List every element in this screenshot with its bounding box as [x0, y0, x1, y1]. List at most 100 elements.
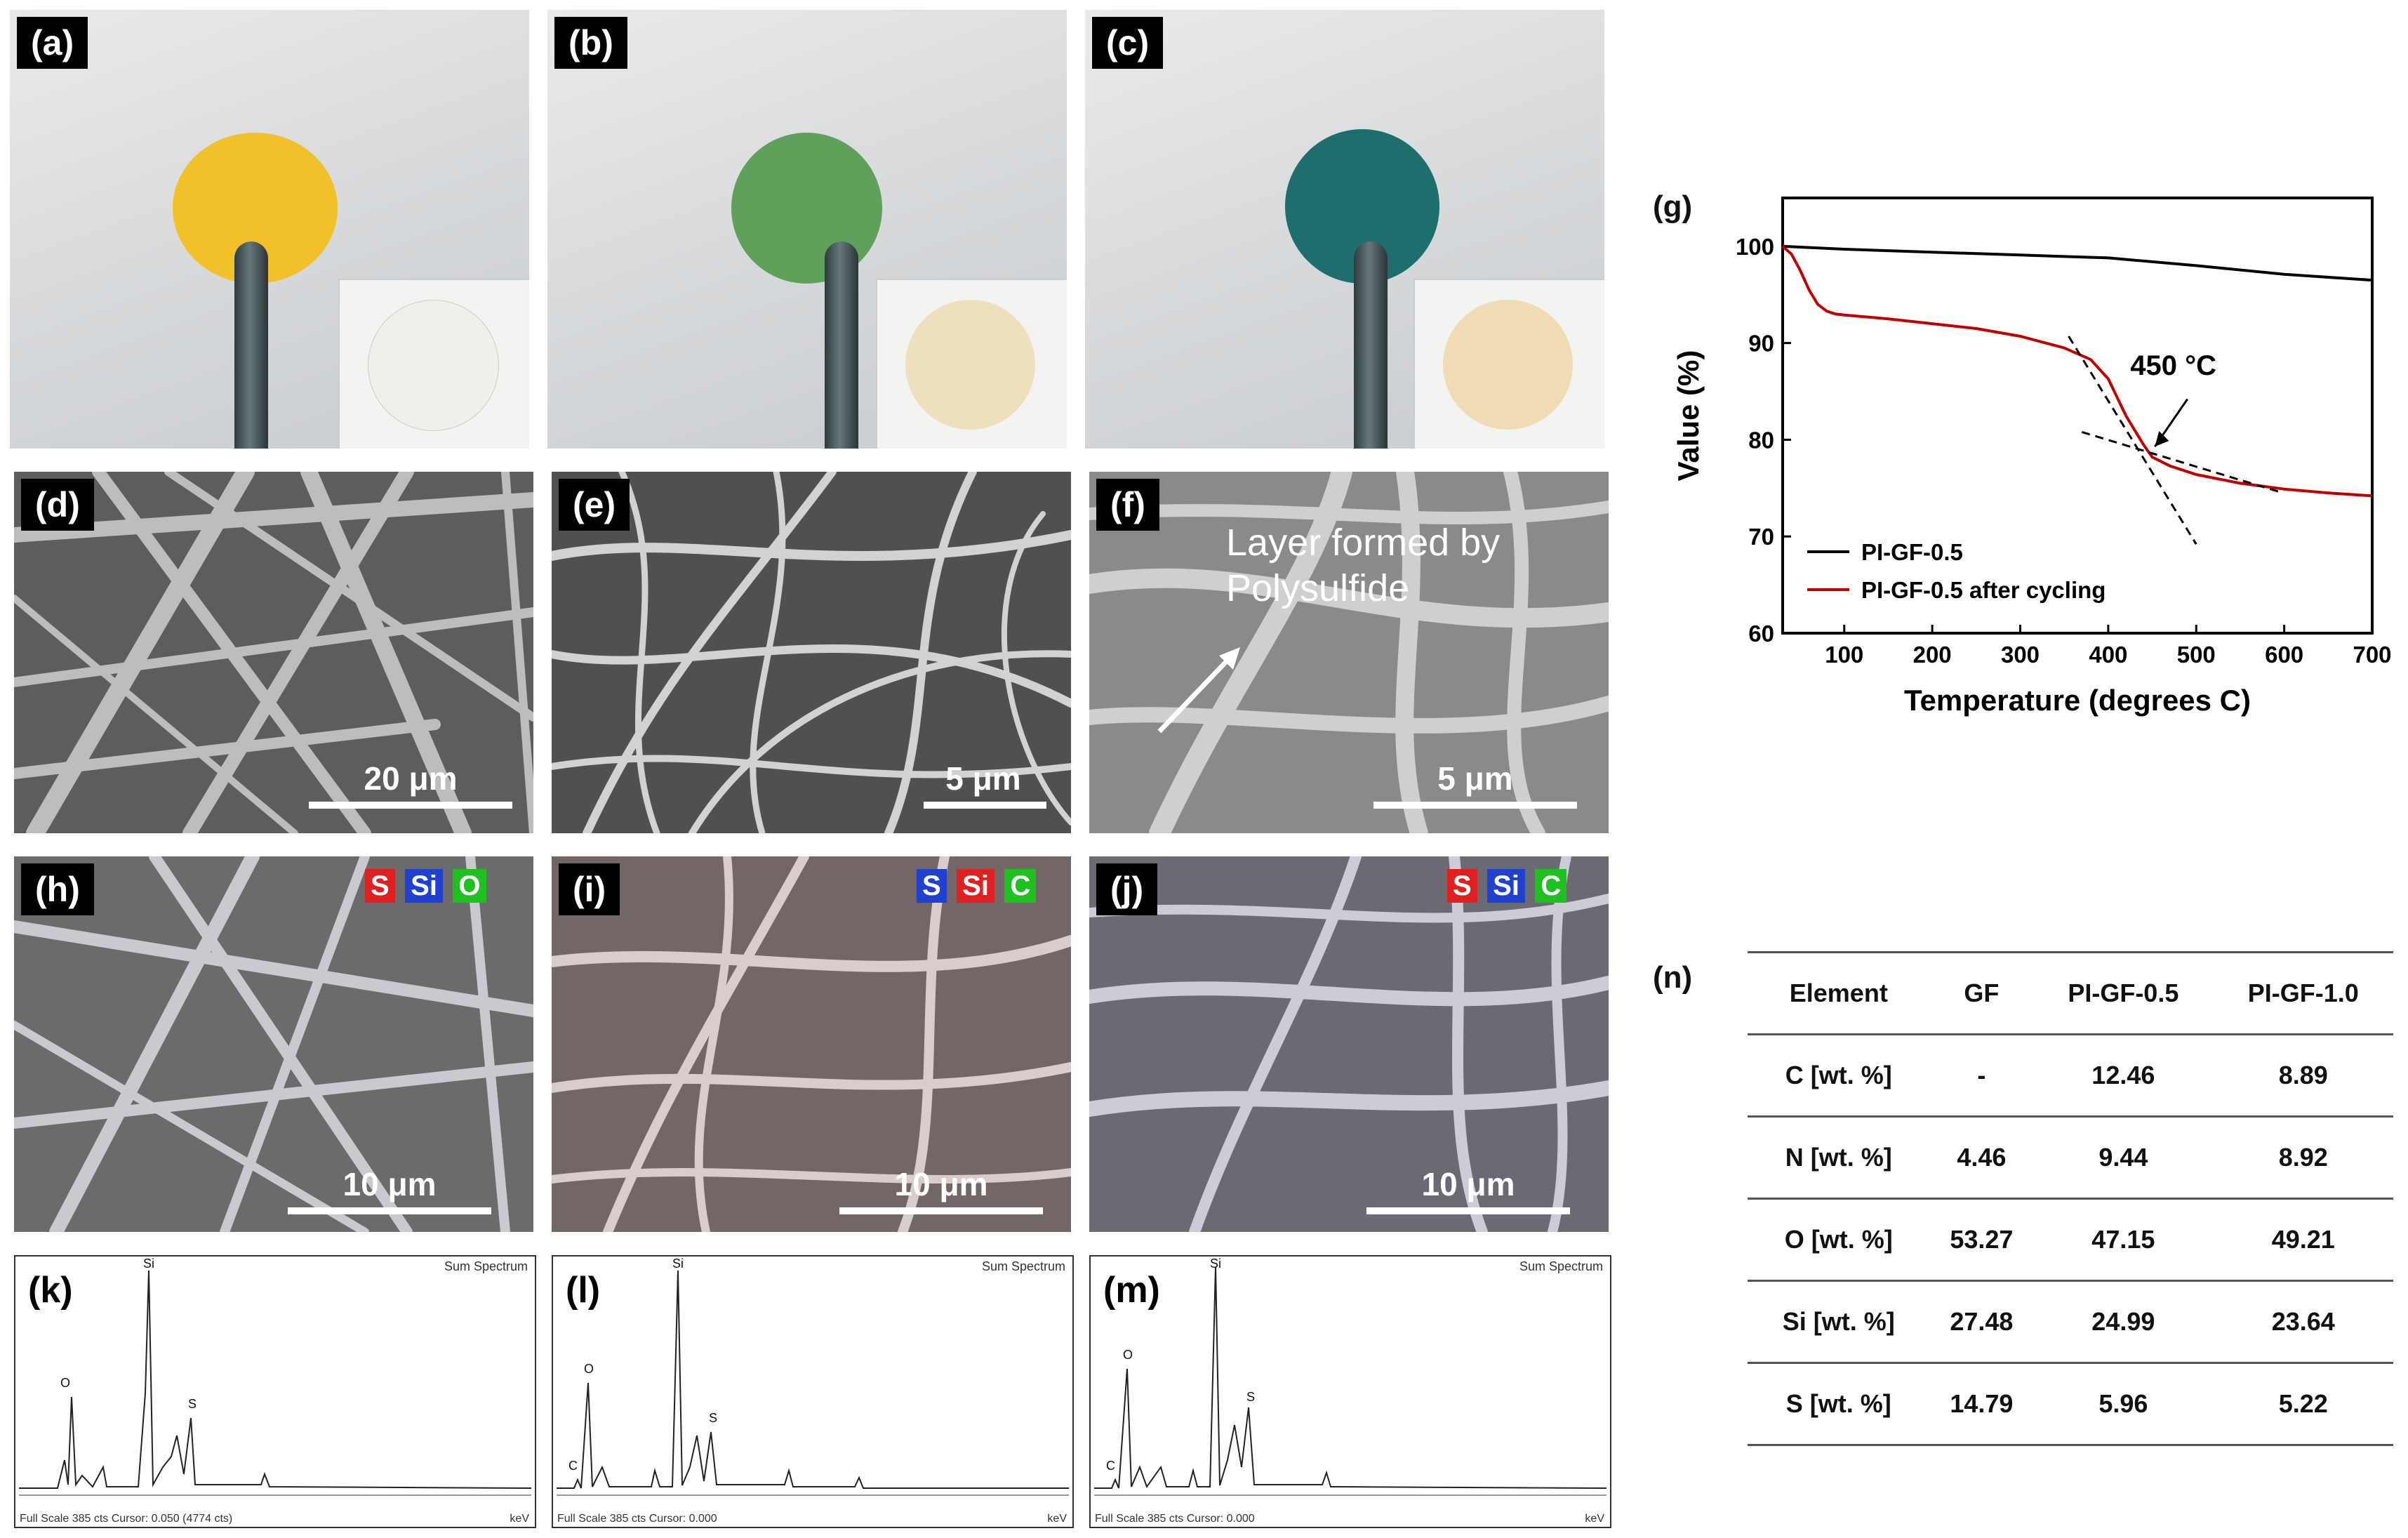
table-cell: 53.27: [1929, 1198, 2034, 1282]
table-cell: 14.79: [1929, 1363, 2034, 1446]
scale-bar: [288, 1207, 491, 1214]
photo-panel-a: (a): [10, 10, 529, 449]
polysulfide-annotation-line1: Layer formed by: [1226, 522, 1501, 564]
scale-label: 5 μm: [945, 760, 1021, 797]
eds-map-panel-h: S Si O 10 μm (h): [14, 856, 533, 1232]
table-cell: N [wt. %]: [1748, 1116, 1930, 1200]
tweezer: [825, 241, 858, 449]
spectrum-trace: [19, 1270, 532, 1496]
photo-panel-b: (b): [547, 10, 1067, 449]
scale-bar: [1366, 1207, 1570, 1214]
composition-table: Element GF PI-GF-0.5 PI-GF-1.0 C [wt. %]…: [1748, 951, 2407, 1446]
table-cell: 23.64: [2213, 1280, 2393, 1364]
scale-bar: [1373, 802, 1577, 809]
table-cell: 8.92: [2213, 1116, 2393, 1200]
table-cell: 24.99: [2033, 1280, 2214, 1364]
y-tick-label: 80: [1748, 427, 1774, 453]
element-legend: S Si O: [365, 869, 486, 903]
x-tick-label: 300: [2001, 642, 2040, 668]
x-tick-label: 700: [2353, 642, 2391, 668]
peak-label-si: Si: [1210, 1257, 1222, 1271]
annotation-arrow: [1157, 649, 1239, 734]
peak-label-si: Si: [672, 1257, 684, 1271]
table-header-row: Element GF PI-GF-0.5 PI-GF-1.0: [1748, 951, 2393, 1035]
sem-fiber-texture: [1089, 472, 1609, 833]
header-element: Element: [1748, 951, 1930, 1035]
table-row: C [wt. %] - 12.46 8.89: [1748, 1034, 2393, 1118]
panel-label-g: (g): [1653, 190, 1693, 224]
table-cell: 27.48: [1929, 1280, 2034, 1364]
inset-pristine-disk: [876, 279, 1067, 449]
tweezer: [1354, 241, 1388, 449]
spectrum-title: Sum Spectrum: [981, 1259, 1065, 1273]
table-cell: O [wt. %]: [1748, 1198, 1930, 1282]
sem-panel-f: Layer formed by Polysulfide 5 μm (f): [1089, 472, 1609, 833]
eds-spectrum-m: C O Si S (m) Sum Spectrum Full Scale 385…: [1089, 1255, 1611, 1528]
scale-label: 10 μm: [342, 1166, 437, 1202]
table: Element GF PI-GF-0.5 PI-GF-1.0 C [wt. %]…: [1748, 951, 2393, 1446]
element-label: S: [917, 869, 947, 903]
x-tick-label: 200: [1913, 642, 1952, 668]
spectrum-unit: keV: [1047, 1513, 1067, 1525]
spectrum-unit: keV: [510, 1513, 529, 1525]
tangent-line-shallow: [2081, 430, 2280, 493]
table-row: N [wt. %] 4.46 9.44 8.92: [1748, 1116, 2393, 1200]
series-line-1: [1781, 245, 2373, 498]
panel-label-b: (b): [554, 17, 627, 69]
table-cell: 5.22: [2213, 1363, 2393, 1446]
panel-label-f: (f): [1096, 479, 1159, 531]
panel-label-i: (i): [559, 863, 620, 915]
table-cell: C [wt. %]: [1748, 1034, 1930, 1118]
panel-label-k: (k): [28, 1270, 73, 1311]
eds-map-panel-i: S Si C 10 μm (i): [552, 856, 1071, 1232]
element-label: Si: [1487, 869, 1525, 903]
panel-label-h: (h): [21, 863, 94, 915]
tweezer: [234, 241, 268, 449]
spectrum-trace: [557, 1270, 1069, 1496]
y-tick-label: 100: [1736, 234, 1774, 260]
table-row: O [wt. %] 53.27 47.15 49.21: [1748, 1198, 2393, 1282]
table-cell: 47.15: [2033, 1198, 2214, 1282]
eds-map-panel-j: S Si C 10 μm (j): [1089, 856, 1609, 1232]
plot-frame: [1781, 197, 2374, 635]
panel-label-j: (j): [1096, 863, 1158, 915]
x-axis-label: Temperature (degrees C): [1904, 684, 2251, 717]
spectrum-title: Sum Spectrum: [444, 1259, 528, 1273]
peak-label-c: C: [568, 1459, 578, 1473]
peak-label-o: O: [1123, 1348, 1133, 1362]
table-cell: S [wt. %]: [1748, 1363, 1930, 1446]
element-label: C: [1004, 869, 1037, 903]
x-tick-label: 400: [2089, 642, 2127, 668]
peak-label-si: Si: [143, 1257, 155, 1271]
table-cell: 49.21: [2213, 1198, 2393, 1282]
panel-label-a: (a): [17, 17, 88, 69]
annotation-450c: 450 °C: [2130, 350, 2216, 381]
series-line-0: [1782, 244, 2373, 282]
scale-label: 20 μm: [364, 760, 458, 797]
eds-fiber-texture: [1089, 856, 1609, 1232]
legend-label-pi-gf-0.5: PI-GF-0.5: [1861, 539, 1963, 565]
element-label: O: [453, 869, 486, 903]
panel-label-l: (l): [566, 1270, 601, 1311]
x-tick-label: 500: [2177, 642, 2216, 668]
peak-label-c: C: [1106, 1459, 1115, 1473]
inset-pristine-disk: [338, 279, 529, 449]
table-cell: 8.89: [2213, 1034, 2393, 1118]
table-cell: -: [1929, 1034, 2034, 1118]
spectrum-footer: Full Scale 385 cts Cursor: 0.000: [557, 1513, 717, 1525]
element-label: S: [365, 869, 395, 903]
eds-fiber-texture: [552, 856, 1071, 1232]
table-row: Si [wt. %] 27.48 24.99 23.64: [1748, 1280, 2393, 1364]
peak-label-s: S: [188, 1397, 197, 1411]
polysulfide-annotation-line2: Polysulfide: [1226, 567, 1410, 609]
sem-panel-d: 20 μm (d): [14, 472, 533, 833]
spectrum-footer: Full Scale 385 cts Cursor: 0.050 (4774 c…: [20, 1513, 233, 1525]
peak-label-o: O: [60, 1376, 71, 1390]
element-label: Si: [405, 869, 443, 903]
sem-panel-e: 5 μm (e): [552, 472, 1071, 833]
series-layer: [1781, 244, 2373, 498]
sem-fiber-texture: [14, 472, 533, 833]
eds-spectrum-l: C O Si S (l) Sum Spectrum Full Scale 385…: [552, 1255, 1074, 1528]
annotation-arrowhead: [2155, 431, 2169, 447]
